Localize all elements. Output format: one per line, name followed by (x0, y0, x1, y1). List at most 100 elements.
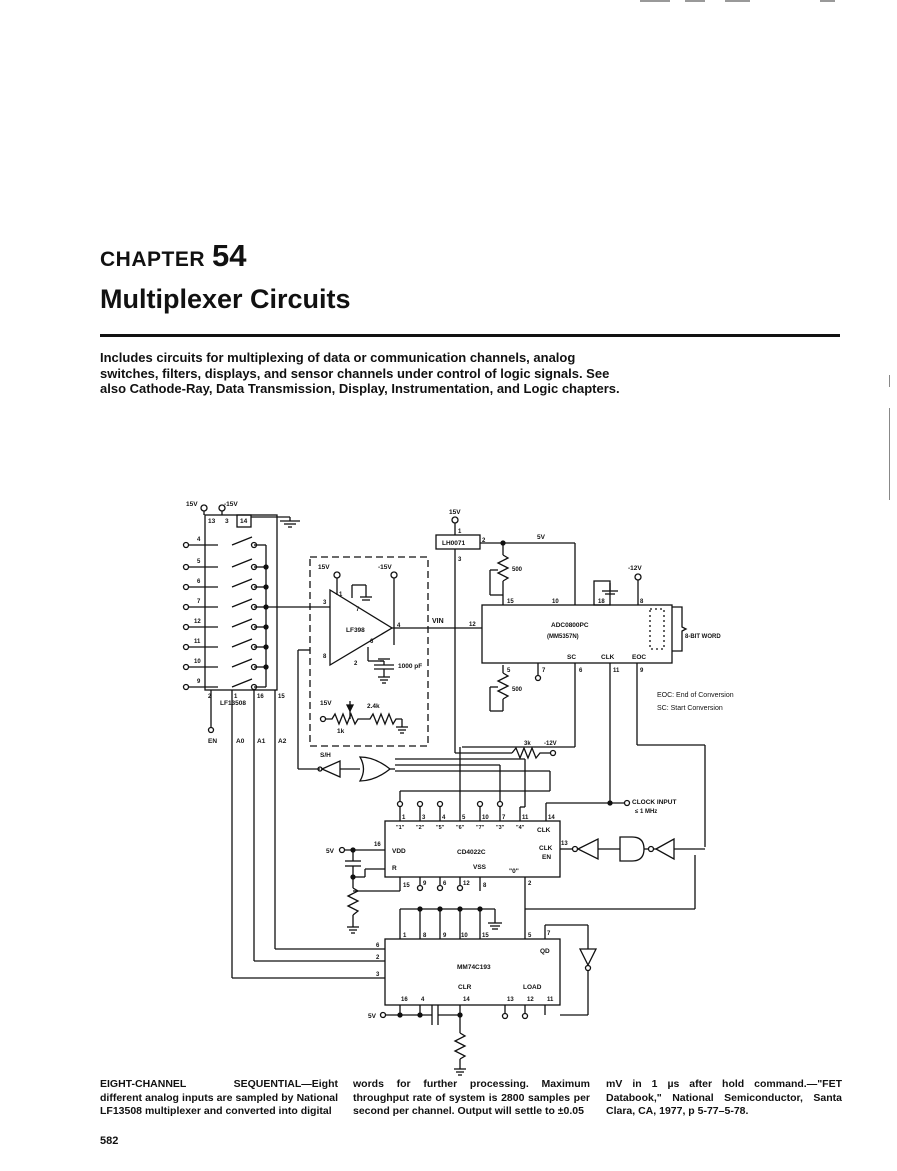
svg-text:13: 13 (507, 997, 514, 1003)
svg-text:1: 1 (403, 933, 407, 939)
cd4022c-counter: CD4022C VDD R VSS "0" CLK CLK EN "1" "2"… (326, 747, 705, 934)
svg-text:7: 7 (356, 607, 360, 613)
svg-text:18: 18 (598, 599, 605, 605)
svg-text:3: 3 (458, 557, 462, 563)
svg-text:10: 10 (194, 659, 201, 665)
counter-name: CD4022C (457, 849, 486, 856)
svg-text:A1: A1 (257, 738, 266, 745)
svg-text:5: 5 (462, 815, 466, 821)
svg-text:3: 3 (376, 972, 380, 978)
svg-text:≤ 1 MHz: ≤ 1 MHz (635, 809, 657, 815)
svg-text:12: 12 (469, 622, 476, 628)
svg-text:VDD: VDD (392, 848, 406, 855)
svg-text:(MM5357N): (MM5357N) (547, 634, 579, 640)
svg-text:14: 14 (463, 997, 470, 1003)
lh0071-reference: 15V 1 LH0071 2 5V 3 500 500 3k -12V (435, 509, 576, 760)
chapter-number: 54 (212, 238, 247, 273)
svg-text:LOAD: LOAD (523, 984, 542, 991)
svg-text:6: 6 (443, 881, 447, 887)
svg-text:7: 7 (197, 599, 201, 605)
svg-text:13: 13 (561, 841, 568, 847)
chapter-label: CHAPTER (100, 248, 206, 271)
lf398-sample-hold: 15V -15V LF398 3 1 7 4 8 6 2 1000 pF 15V… (309, 556, 429, 747)
chapter-title: Multiplexer Circuits (100, 284, 351, 314)
svg-text:8: 8 (640, 599, 644, 605)
svg-text:3: 3 (225, 518, 229, 525)
svg-text:12: 12 (527, 997, 534, 1003)
top-edge-marks (640, 0, 840, 3)
svg-text:500: 500 (512, 687, 523, 693)
svg-text:16: 16 (257, 694, 264, 700)
svg-text:-15V: -15V (224, 501, 238, 508)
svg-text:3: 3 (323, 600, 327, 606)
svg-text:11: 11 (522, 815, 529, 821)
svg-text:6: 6 (370, 639, 374, 645)
svg-text:14: 14 (548, 815, 555, 821)
legend-sc: SC: Start Conversion (657, 705, 723, 712)
chapter-intro: Includes circuits for multiplexing of da… (100, 350, 620, 396)
caption-column-2: words for further processing. Maximum th… (353, 1078, 590, 1117)
svg-text:9: 9 (197, 679, 201, 685)
caption-column-1: EIGHT-CHANNEL SEQUENTIAL—Eight different… (100, 1078, 338, 1117)
svg-text:9: 9 (423, 881, 427, 887)
svg-text:"7": "7" (476, 825, 485, 831)
svg-text:5V: 5V (368, 1013, 377, 1020)
svg-text:10: 10 (461, 933, 468, 939)
svg-text:1: 1 (339, 592, 343, 598)
svg-text:3k: 3k (524, 741, 531, 747)
svg-text:4: 4 (442, 815, 446, 821)
svg-text:"3": "3" (496, 825, 505, 831)
ref-name: LH0071 (442, 540, 466, 547)
svg-text:2.4k: 2.4k (367, 703, 380, 710)
svg-text:15: 15 (507, 599, 514, 605)
svg-text:11: 11 (547, 997, 554, 1003)
svg-text:2: 2 (482, 538, 486, 544)
svg-text:S/H: S/H (320, 752, 331, 759)
svg-text:15: 15 (482, 933, 489, 939)
svg-text:10: 10 (482, 815, 489, 821)
page-edge-mark (889, 375, 890, 387)
svg-text:"4": "4" (516, 825, 525, 831)
svg-text:11: 11 (194, 639, 201, 645)
svg-text:16: 16 (401, 997, 408, 1003)
svg-text:"6": "6" (456, 825, 465, 831)
svg-text:9: 9 (443, 933, 447, 939)
lf13508-multiplexer: LF13508 15V -15V 13 3 14 4 5 6 7 12 11 (182, 501, 300, 978)
svg-text:12: 12 (194, 619, 201, 625)
clock-input-label: CLOCK INPUT (632, 799, 676, 806)
sh-name: LF398 (346, 627, 365, 634)
legend-eoc: EOC: End of Conversion (657, 692, 734, 699)
svg-text:"2": "2" (416, 825, 425, 831)
svg-text:1k: 1k (337, 728, 345, 735)
svg-text:EN: EN (542, 854, 551, 861)
adc0800-converter: ADC0800PC (MM5357N) 12 15 10 18 8 -12V S… (462, 565, 734, 847)
svg-text:CLK: CLK (537, 827, 551, 834)
svg-text:1: 1 (234, 694, 238, 700)
word-label: 8-BIT WORD (685, 634, 721, 640)
svg-text:EOC: EOC (632, 654, 646, 661)
svg-text:15V: 15V (318, 564, 330, 571)
svg-text:13: 13 (208, 518, 216, 525)
page-edge-mark (889, 408, 890, 500)
svg-text:"1": "1" (396, 825, 405, 831)
svg-text:500: 500 (512, 567, 523, 573)
svg-text:1000 pF: 1000 pF (398, 663, 422, 670)
svg-text:9: 9 (640, 668, 644, 674)
svg-text:"0": "0" (509, 868, 519, 875)
svg-text:-12V: -12V (628, 565, 642, 572)
svg-text:VSS: VSS (473, 864, 487, 871)
svg-text:11: 11 (613, 668, 620, 674)
svg-text:12: 12 (463, 881, 470, 887)
svg-text:CLK: CLK (601, 654, 615, 661)
mux-name: LF13508 (220, 700, 246, 707)
updown-name: MM74C193 (457, 964, 491, 971)
svg-text:5V: 5V (326, 848, 335, 855)
svg-text:CLK: CLK (539, 845, 553, 852)
svg-text:8: 8 (323, 654, 327, 660)
svg-text:6: 6 (197, 579, 201, 585)
adc-vin-label: VIN (432, 618, 444, 625)
svg-text:7: 7 (542, 668, 546, 674)
svg-text:15: 15 (403, 883, 410, 889)
svg-text:14: 14 (240, 518, 248, 525)
caption-column-3: mV in 1 µs after hold command.—"FET Data… (606, 1078, 842, 1117)
